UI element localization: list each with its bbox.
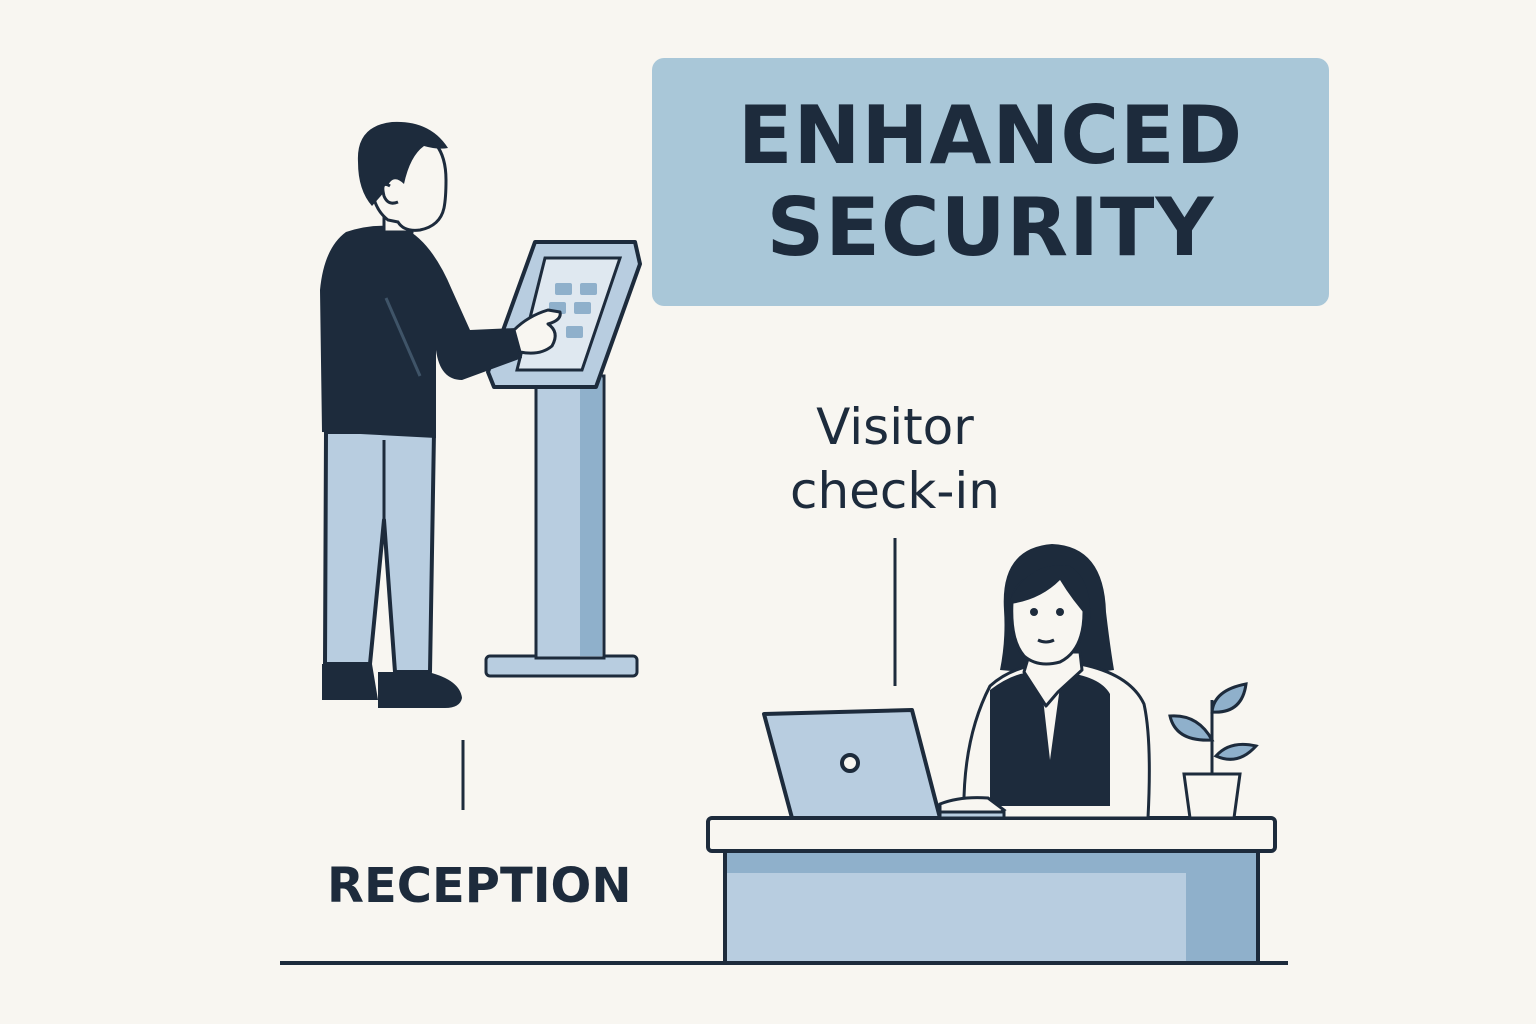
man-shoe-right [378,672,462,708]
desk-top [706,816,1277,853]
banner-title-line1: ENHANCED [737,89,1244,182]
enhanced-security-banner: ENHANCED SECURITY [652,58,1329,306]
plant-leaf-3 [1213,742,1259,761]
visitor-label-line2: check-in [789,462,1000,520]
man-hair [357,121,448,206]
receptionist [938,544,1151,820]
reception-label: RECEPTION [327,858,632,914]
plant-leaf-2 [1210,682,1248,714]
visitor-label-line1: Visitor [816,398,974,456]
man-hand [512,308,562,355]
standing-man [320,121,562,708]
man-legs [323,430,436,674]
banner-title-line2: SECURITY [766,181,1215,274]
receptionist-vest [990,671,1110,806]
laptop-logo [840,753,860,773]
plant-leaf-1 [1168,714,1215,742]
laptop [762,708,1006,820]
kiosk [484,240,642,678]
man-torso [320,225,522,438]
potted-plant [1168,682,1259,820]
man-shoe-left [322,664,378,700]
plant-pot [1182,772,1242,820]
reception-desk [706,816,1277,965]
